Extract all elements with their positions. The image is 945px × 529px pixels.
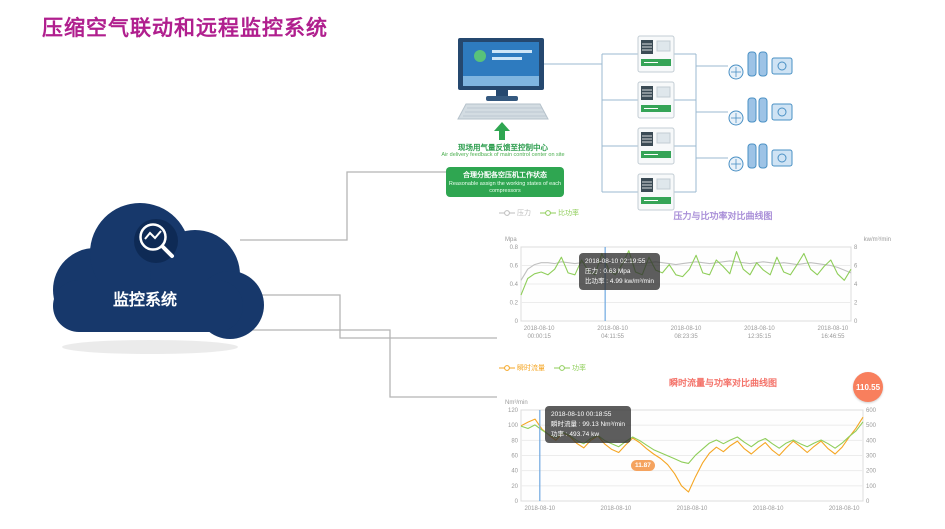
svg-text:0.4: 0.4 (510, 282, 519, 288)
svg-text:4: 4 (854, 282, 858, 288)
svg-text:20: 20 (511, 484, 518, 490)
svg-text:400: 400 (866, 438, 877, 444)
chart1-title: 压力与比功率对比曲线图 (673, 211, 773, 221)
svg-text:16:46:55: 16:46:55 (821, 334, 845, 340)
cloud-label: 监控系统 (113, 290, 177, 309)
pressure-chart-plot[interactable]: 0.8 8 0.6 6 0.4 4 0.2 2 0 0 Mpa kw/m³/min 2018-08-10… (493, 217, 893, 345)
svg-text:80: 80 (511, 438, 518, 444)
svg-text:2018-08-10: 2018-08-10 (597, 326, 628, 332)
system-diagram: 现场用气量反馈至控制中心 Air delivery feedback of ma… (440, 28, 825, 220)
svg-text:2018-08-10: 2018-08-10 (524, 506, 555, 512)
compressor-unit (637, 81, 675, 119)
svg-text:Mpa: Mpa (505, 237, 517, 243)
pressure-chart-tooltip: 2018-08-10 02:19:55 压力 : 0.63 Mpa 比功率 : … (579, 253, 660, 291)
air-station (728, 143, 793, 172)
svg-text:0.2: 0.2 (510, 301, 519, 307)
svg-text:40: 40 (511, 469, 518, 475)
control-computer (457, 38, 549, 120)
legend-marker (540, 210, 556, 216)
svg-text:300: 300 (866, 454, 877, 460)
svg-text:00:00:15: 00:00:15 (527, 334, 551, 340)
assign-box: 合理分配各空压机工作状态 Reasonable assign the worki… (446, 167, 564, 198)
assign-label-cn: 合理分配各空压机工作状态 (463, 172, 547, 179)
svg-text:2018-08-10: 2018-08-10 (677, 506, 708, 512)
svg-text:60: 60 (511, 454, 518, 460)
legend-item[interactable]: 比功率 (540, 208, 579, 218)
min-value-badge: 11.87 (631, 460, 655, 471)
svg-text:0: 0 (854, 319, 858, 325)
feedback-label-cn: 现场用气量反馈至控制中心 (458, 143, 548, 152)
svg-text:100: 100 (866, 484, 877, 490)
svg-text:0.8: 0.8 (510, 245, 519, 251)
flow-chart-tooltip: 2018-08-10 00:18:55 瞬时流量 : 99.13 Nm³/min… (545, 406, 632, 444)
monitoring-cloud: 监控系统 (53, 203, 264, 354)
flow-chart-plot[interactable]: 120 600 100 500 80 400 60 300 40 200 20 100 0 0 Nm³/mi… (493, 378, 893, 529)
svg-text:0: 0 (515, 319, 519, 325)
svg-text:2018-08-10: 2018-08-10 (753, 506, 784, 512)
svg-text:12:35:15: 12:35:15 (748, 334, 772, 340)
tooltip-line: 瞬时流量 : 99.13 Nm³/min (551, 420, 626, 428)
legend-marker (554, 365, 570, 371)
svg-text:0.6: 0.6 (510, 264, 519, 270)
svg-text:6: 6 (854, 264, 858, 270)
max-value-badge: 110.55 (853, 372, 883, 402)
magnifier-icon (134, 219, 178, 263)
svg-text:2018-08-10: 2018-08-10 (601, 506, 632, 512)
legend-marker (499, 210, 515, 216)
svg-text:8: 8 (854, 245, 858, 251)
svg-text:0: 0 (866, 499, 870, 505)
svg-text:04:11:55: 04:11:55 (601, 334, 625, 340)
svg-text:kw/m³/min: kw/m³/min (864, 237, 891, 243)
air-station (728, 51, 793, 80)
svg-text:2018-08-10: 2018-08-10 (817, 326, 848, 332)
svg-text:200: 200 (866, 469, 877, 475)
up-arrow-icon (494, 122, 510, 140)
svg-text:2018-08-10: 2018-08-10 (744, 326, 775, 332)
page-title: 压缩空气联动和远程监控系统 (42, 17, 328, 40)
svg-text:120: 120 (508, 408, 519, 414)
svg-text:2018-08-10: 2018-08-10 (829, 506, 860, 512)
legend-item[interactable]: 瞬时流量 (499, 363, 545, 373)
network-lines (544, 53, 728, 193)
svg-text:Nm³/min: Nm³/min (505, 400, 528, 406)
air-station (728, 97, 793, 126)
flow-chart-legend[interactable]: 瞬时流量功率 (499, 363, 586, 373)
svg-text:2018-08-10: 2018-08-10 (524, 326, 555, 332)
legend-item[interactable]: 压力 (499, 208, 531, 218)
tooltip-line: 压力 : 0.63 Mpa (585, 267, 631, 275)
chart2-title: 瞬时流量与功率对比曲线图 (668, 378, 777, 388)
cloud-shadow (62, 340, 238, 354)
svg-text:0: 0 (515, 499, 519, 505)
legend-marker (499, 365, 515, 371)
assign-label-en: Reasonable assign the working states of … (448, 181, 562, 194)
pressure-chart-legend[interactable]: 压力比功率 (499, 208, 579, 218)
svg-text:100: 100 (508, 423, 519, 429)
tooltip-line: 比功率 : 4.99 kw/m³/min (585, 277, 654, 285)
pressure-chart-panel: 压力比功率 压力与比功率对比曲线图 0.8 8 0.6 6 0.4 4 0.2 2 0 0 Mpa k… (493, 205, 893, 350)
tooltip-line: 功率 : 493.74 kw (551, 430, 600, 438)
feedback-label-en: Air delivery feedback of main control ce… (441, 152, 565, 158)
svg-text:08:23:35: 08:23:35 (674, 334, 698, 340)
tooltip-time: 2018-08-10 02:19:55 (585, 258, 646, 265)
svg-text:2: 2 (854, 301, 858, 307)
svg-text:2018-08-10: 2018-08-10 (671, 326, 702, 332)
legend-item[interactable]: 功率 (554, 363, 586, 373)
svg-text:500: 500 (866, 423, 877, 429)
tooltip-time: 2018-08-10 00:18:55 (551, 411, 612, 418)
svg-text:600: 600 (866, 408, 877, 414)
compressor-unit (637, 127, 675, 165)
compressor-unit (637, 35, 675, 73)
